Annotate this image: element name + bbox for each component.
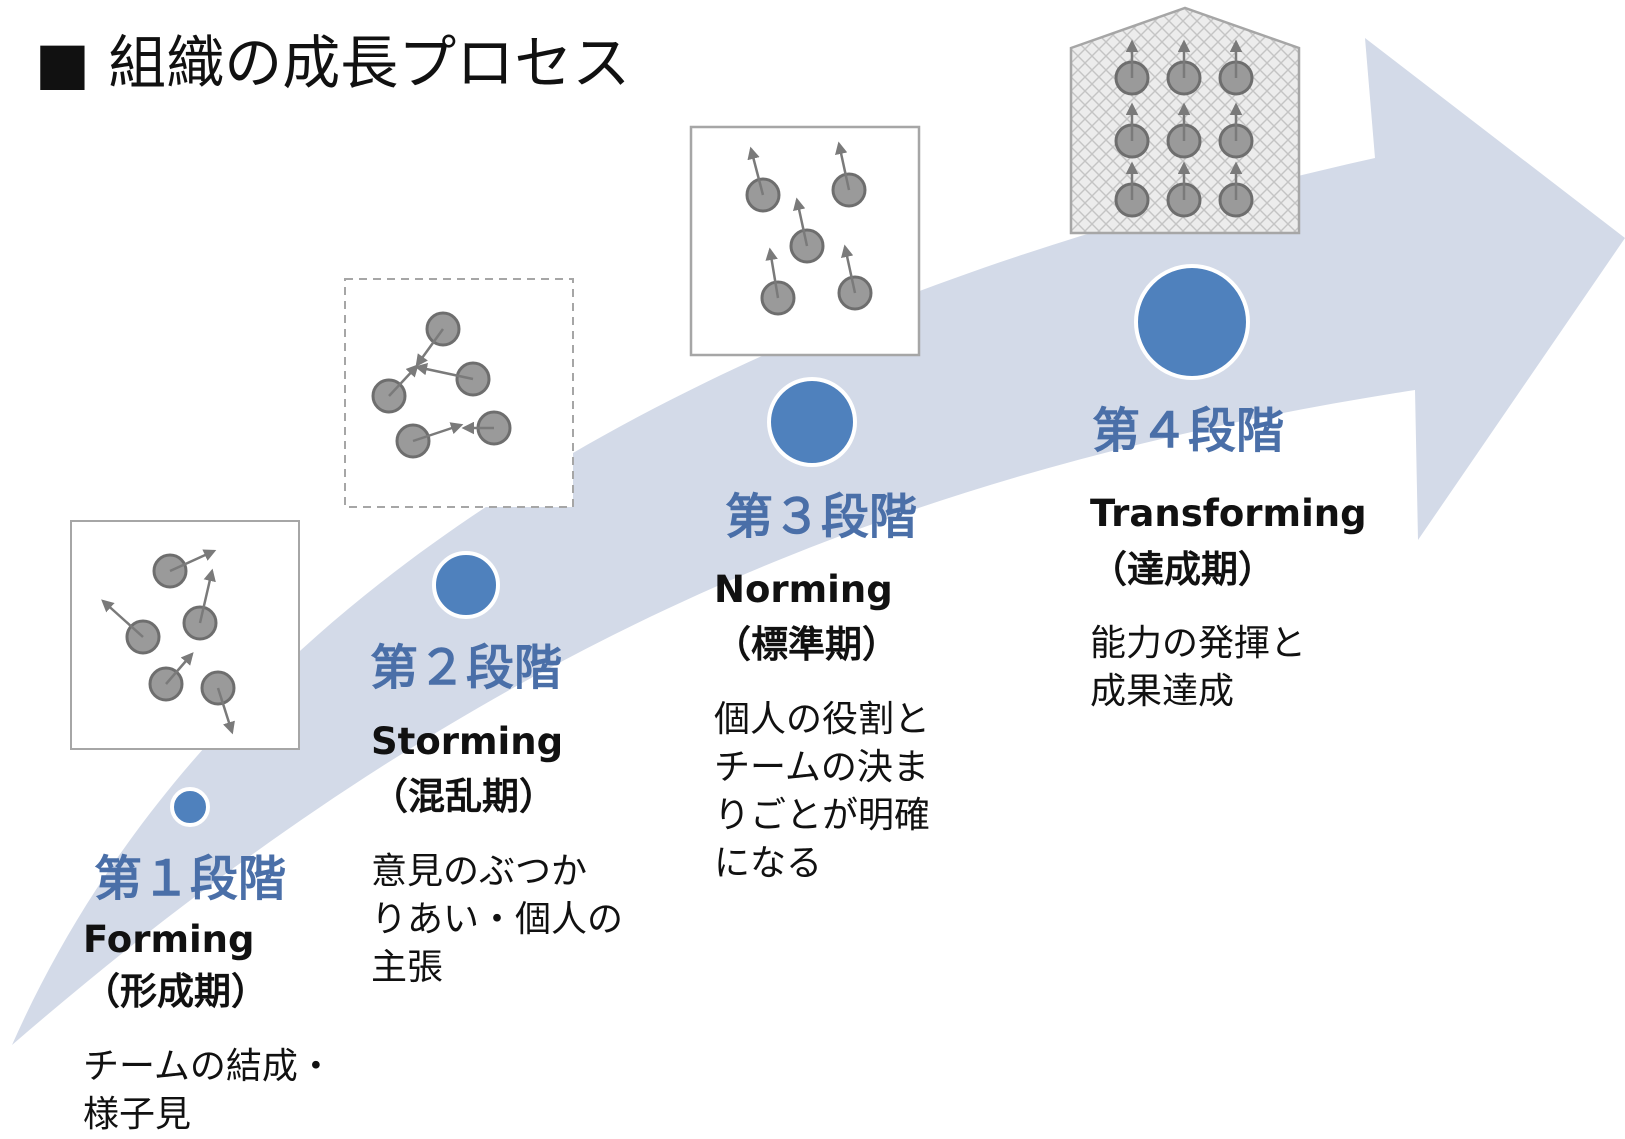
stage-4-description: 能力の発揮と 成果達成 [1090,623,1307,712]
stage-3-name-en: Norming [714,568,893,611]
stage-2-description: 意見のぶつか りあい・個人の 主張 [371,851,624,988]
stage-3-dot [767,377,857,467]
member-icon [760,247,796,316]
member-icon [837,244,873,311]
member-icon [414,361,491,397]
stage-4-name-ja: （達成期） [1090,548,1275,591]
member-icon [1218,102,1254,159]
stage-3-name-ja: （標準期） [714,623,899,666]
stage-2-name-ja: （混乱期） [371,775,556,818]
stage-2-label: 第２段階 [370,640,563,696]
member-icon [152,549,217,589]
member-icon [1166,102,1202,159]
member-icon [1166,161,1202,218]
member-icon [101,599,161,655]
stage-1-dot [170,787,210,827]
stage-4-dot [1134,264,1250,380]
member-icon [461,410,512,446]
member-icon [371,364,419,414]
member-icon [1218,39,1254,96]
member-icon [831,141,867,208]
member-icon [395,422,464,459]
member-icon [1166,39,1202,96]
member-icon [415,311,461,368]
scattered-members-icon [70,520,300,750]
member-icon [789,197,825,264]
member-icon [1114,161,1150,218]
stage-3-label: 第３段階 [725,489,918,545]
member-icon [745,146,781,213]
member-icon [1114,39,1150,96]
member-icon [182,568,218,641]
stage-3-description: 個人の役割と チームの決ま りごとが明確 になる [714,699,931,884]
stage-4-label: 第４段階 [1092,403,1285,459]
stage-2-name-en: Storming [371,720,564,763]
stage-1-name-ja: （形成期） [83,970,268,1013]
member-icon [1218,161,1254,218]
stage-1-description: チームの結成・ 様子見 [83,1046,334,1135]
member-icon [1114,102,1150,159]
conflicting-members-icon [344,278,574,508]
stage-1-label: 第１段階 [94,851,287,907]
stage-4-name-en: Transforming [1090,492,1367,535]
stage-2-dot [432,551,500,619]
aligning-members-icon [689,125,921,357]
member-icon [148,652,194,702]
member-icon [200,670,236,735]
unified-team-house-icon [1069,6,1301,235]
stage-1-name-en: Forming [83,918,255,961]
page-title: ■ 組織の成長プロセス [35,29,631,97]
